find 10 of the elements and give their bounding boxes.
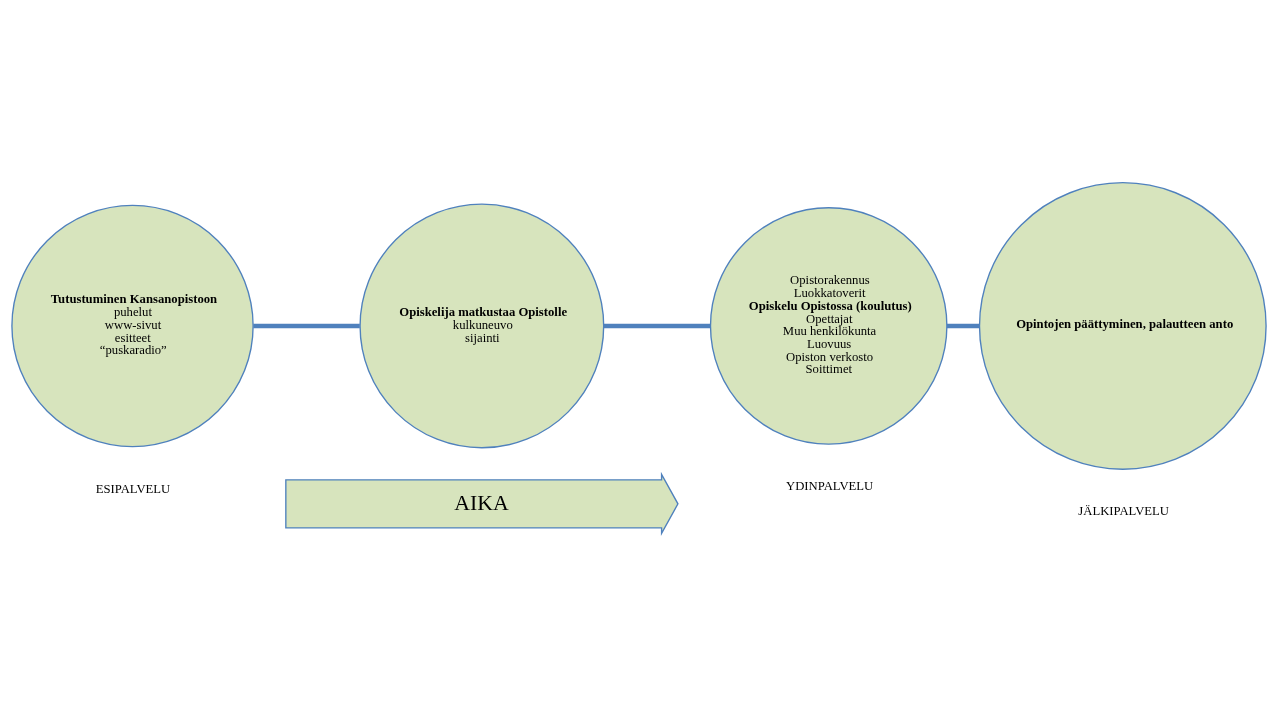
connector (603, 323, 711, 328)
node-circle: Opistorakennus Luokkatoverit Opiskelu Opistossa (koulutus) Opettajat Muu henkilökunta Luovuus Opiston verkosto Soittimet (709, 206, 948, 445)
node-circle: Tutustuminen Kansanopistoon puhelut www-sivut esitteet “puskaradio” (11, 204, 254, 447)
label: YDINPALVELU (786, 478, 874, 493)
label: JÄLKIPALVELU (1078, 503, 1170, 518)
node-circle: Opintojen päättyminen, palautteen anto (978, 181, 1267, 470)
connector (253, 323, 360, 328)
node-circle: Opiskelija matkustaa Opistolle kulkuneuvo sijainti (359, 203, 605, 448)
label: ESIPALVELU (95, 481, 171, 496)
connector (946, 323, 980, 328)
